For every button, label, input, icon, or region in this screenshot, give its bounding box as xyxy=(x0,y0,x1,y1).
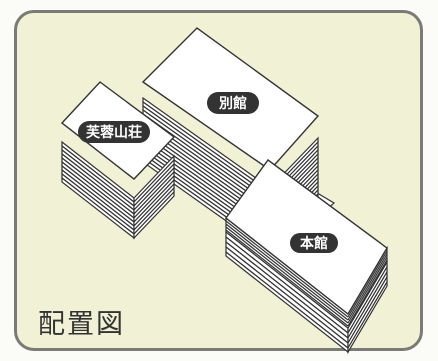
label-fuyo-sanso-text: 芙蓉山荘 xyxy=(85,124,142,141)
label-fuyo-sanso: 芙蓉山荘 xyxy=(78,121,150,143)
label-main-text: 本館 xyxy=(300,235,328,252)
label-annex: 別館 xyxy=(207,92,259,114)
label-annex-text: 別館 xyxy=(218,95,247,112)
map-title: 配置図 xyxy=(38,309,125,340)
label-main: 本館 xyxy=(290,233,338,253)
building-main[interactable] xyxy=(225,159,388,355)
